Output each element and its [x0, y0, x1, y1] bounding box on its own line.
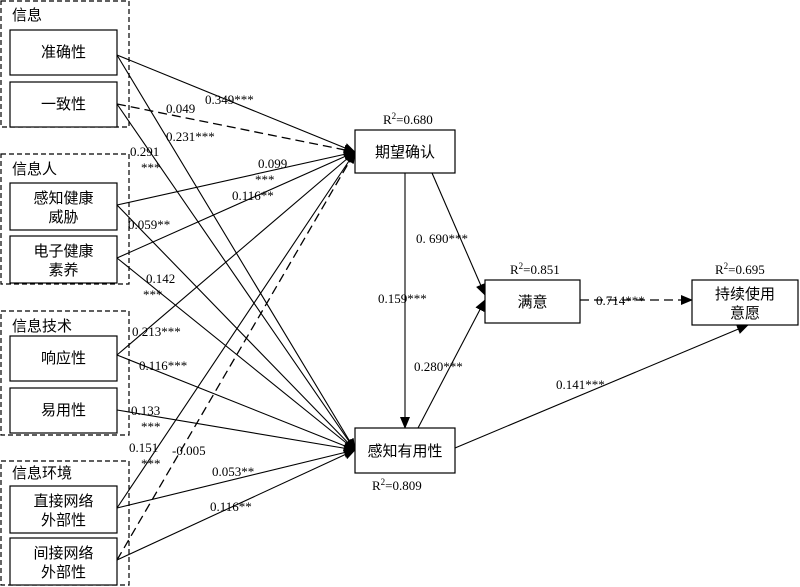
- node-continuance-label-line2: 意愿: [730, 304, 760, 322]
- coef-literacy-expectation: 0.116**: [232, 188, 274, 203]
- group-info-person-frame: [0, 153, 130, 285]
- edge-usefulness-satisfaction: [417, 299, 486, 429]
- node-expectation-label: 期望确认: [375, 143, 435, 161]
- node-satisfaction-label: 满意: [517, 293, 547, 311]
- coef-expectation-satisfaction: 0. 690***: [416, 231, 468, 246]
- coef-threat-usefulness: 0.059**: [128, 217, 170, 232]
- node-ease-label: 易用性: [41, 401, 86, 419]
- node-usefulness-label: 感知有用性: [367, 442, 442, 460]
- r2-expectation: R2=0.680: [383, 111, 433, 127]
- coef-direct-expectation-line1: 0.151: [129, 440, 158, 455]
- coef-threat-expectation-line2: ***: [255, 172, 275, 187]
- group-info-frame: [0, 0, 130, 128]
- edge-ease-usefulness: [116, 409, 356, 454]
- node-ease-box: [9, 387, 118, 434]
- edge-accuracy-usefulness: [116, 54, 356, 451]
- node-literacy-box: [9, 235, 118, 284]
- node-direct-label-line1: 直接网络: [33, 492, 93, 510]
- node-threat-label-line1: 感知健康: [33, 189, 93, 207]
- coef-accuracy-usefulness: 0.231***: [166, 129, 215, 144]
- coef-consistency-usefulness-line1: 0.291: [130, 144, 159, 159]
- coef-satisfaction-continuance: 0.714***: [596, 293, 645, 308]
- node-literacy-label-line1: 电子健康: [33, 242, 93, 260]
- node-indirect-box: [9, 537, 118, 586]
- edge-literacy-usefulness: [116, 257, 356, 451]
- node-consistency-label: 一致性: [41, 95, 86, 113]
- coef-consistency-usefulness-line2: ***: [141, 160, 161, 175]
- edge-direct-usefulness: [116, 447, 356, 509]
- node-direct-box: [9, 485, 118, 534]
- node-accuracy-label: 准确性: [41, 43, 86, 61]
- edge-consistency-expectation: [116, 103, 356, 155]
- coef-ease-usefulness-line2: ***: [141, 419, 161, 434]
- coef-usefulness-continuance: 0.141***: [556, 377, 605, 392]
- edge-accuracy-expectation: [116, 54, 356, 153]
- group-info-tech-label: 信息技术: [12, 317, 72, 335]
- coef-expectation-usefulness: 0.159***: [378, 291, 427, 306]
- edge-direct-expectation: [116, 151, 356, 509]
- coef-literacy-usefulness-line1: 0.142: [146, 271, 175, 286]
- edge-threat-usefulness: [116, 204, 356, 451]
- edge-threat-expectation: [116, 149, 356, 206]
- coef-accuracy-expectation: 0.349***: [205, 92, 254, 107]
- coef-indirect-usefulness: 0.116**: [210, 499, 252, 514]
- edge-consistency-usefulness: [116, 103, 356, 451]
- node-direct-label-line2: 外部性: [41, 511, 86, 529]
- node-expectation-box: [354, 129, 456, 174]
- group-info-env-label: 信息环境: [12, 464, 72, 482]
- node-threat-label-line2: 威胁: [48, 208, 78, 226]
- node-consistency-box: [9, 81, 118, 128]
- coef-direct-expectation-line2: ***: [141, 456, 161, 471]
- node-accuracy-box: [9, 29, 118, 76]
- edge-response-expectation: [116, 151, 356, 356]
- node-usefulness-box: [354, 427, 456, 474]
- node-literacy-label-line2: 素养: [48, 261, 78, 279]
- r2-continuance: R2=0.695: [715, 261, 765, 277]
- node-indirect-label-line2: 外部性: [41, 563, 86, 581]
- edge-expectation-satisfaction: [431, 172, 486, 296]
- coef-literacy-usefulness-line2: ***: [143, 287, 163, 302]
- coef-threat-expectation-line1: 0.099: [258, 156, 287, 171]
- edge-indirect-usefulness: [116, 449, 356, 561]
- node-continuance-label-line1: 持续使用: [715, 285, 775, 303]
- node-satisfaction-box: [484, 279, 581, 324]
- node-response-label: 响应性: [41, 349, 86, 367]
- group-info-tech-frame: [0, 310, 130, 436]
- edge-response-usefulness: [116, 354, 356, 451]
- coef-response-usefulness: 0.116***: [139, 358, 187, 373]
- edge-indirect-expectation: [116, 151, 356, 561]
- coef-ease-usefulness-line1: 0.133: [131, 403, 160, 418]
- node-threat-box: [9, 182, 118, 231]
- node-continuance-box: [691, 279, 799, 326]
- edge-usefulness-continuance: [454, 324, 749, 449]
- coef-indirect-expectation: -0.005: [172, 443, 206, 458]
- coef-direct-usefulness: 0.053**: [212, 464, 254, 479]
- node-response-box: [9, 335, 118, 382]
- node-indirect-label-line1: 间接网络: [33, 544, 93, 562]
- group-info-label: 信息: [12, 6, 42, 24]
- coef-usefulness-satisfaction: 0.280***: [414, 359, 463, 374]
- r2-satisfaction: R2=0.851: [510, 261, 560, 277]
- coef-response-expectation: 0.213***: [132, 324, 181, 339]
- edge-literacy-expectation: [116, 151, 356, 259]
- r2-usefulness: R2=0.809: [372, 477, 422, 493]
- coef-consistency-expectation: 0.049: [166, 101, 195, 116]
- group-info-person-label: 信息人: [12, 160, 57, 178]
